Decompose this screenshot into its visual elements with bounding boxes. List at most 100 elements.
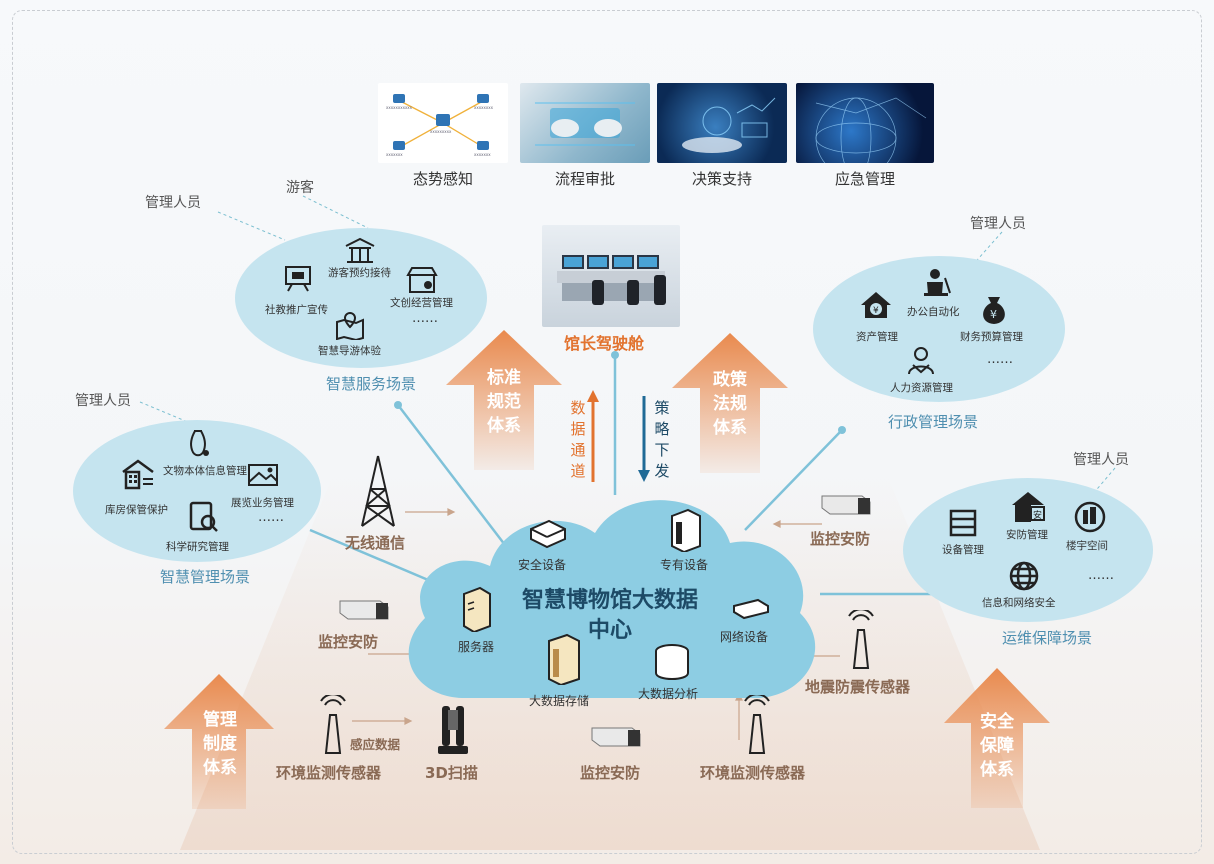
ops-item: 楼宇空间 (1066, 540, 1108, 552)
management-pillar-arrow (164, 674, 274, 809)
env-sensor-icon (744, 695, 770, 754)
env-sensor-icon (320, 695, 346, 754)
management-scene-ellipse (73, 420, 321, 562)
service-scene-label: 智慧服务场景 (326, 375, 417, 393)
admin-scene-label: 行政管理场景 (888, 413, 979, 431)
hand-data-photo (657, 83, 787, 163)
module-label: 应急管理 (834, 170, 895, 188)
strategy-channel-label: 策略下发 (654, 399, 670, 480)
management-item: 科学研究管理 (166, 541, 229, 553)
module-label: 流程审批 (554, 170, 615, 188)
device-label: 大数据分析 (638, 687, 699, 701)
line-management (309, 528, 441, 587)
hr-people-icon (908, 347, 934, 375)
office-worker-icon (924, 269, 951, 296)
module-label: 决策支持 (691, 170, 752, 188)
shop-icon (406, 267, 438, 293)
svg-text:xxxxxxxx: xxxxxxxx (474, 105, 494, 110)
ops-item: 安防管理 (1006, 529, 1048, 541)
role-admin-label: 管理人员 (75, 393, 131, 409)
research-search-icon (189, 501, 218, 532)
admin-item-more: …… (987, 352, 1013, 367)
device-label: 网络设备 (720, 630, 769, 644)
asset-house-icon: ¥ (861, 292, 891, 318)
management-item-more: …… (258, 510, 284, 525)
seismic-label: 地震防震传感器 (805, 678, 911, 696)
data-center-title: 智慧博物馆大数据中心 (521, 588, 698, 643)
camera-icon (591, 727, 641, 747)
service-item-more: …… (412, 311, 438, 326)
money-bag-icon: ¥ (983, 297, 1005, 324)
seismic-sensor-icon (848, 610, 874, 669)
ops-scene-label: 运维保障场景 (1002, 629, 1093, 647)
monitor-label: 监控安防 (318, 633, 379, 651)
network-device-icon (733, 598, 769, 620)
policy-pillar-arrow (672, 333, 788, 473)
device-label: 专有设备 (660, 558, 709, 572)
server-icon (463, 586, 491, 632)
admin-scene-ellipse (813, 256, 1065, 402)
admin-item: 办公自动化 (907, 306, 960, 318)
management-item: 库房保管保护 (105, 504, 168, 516)
security-pillar-arrow (944, 668, 1050, 808)
big-data-analysis-icon (655, 644, 689, 680)
big-data-storage-icon (548, 633, 580, 685)
down-arrow-icon (638, 396, 650, 482)
service-item: 文创经营管理 (390, 297, 453, 309)
warehouse-icon (122, 459, 154, 490)
service-item: 智慧导游体验 (318, 345, 381, 357)
security-pillar-label: 安全保障体系 (980, 712, 1014, 780)
service-item: 社教推广宣传 (265, 304, 328, 316)
sensing-data-label: 感应数据 (350, 737, 401, 752)
scan3d-label: 3D扫描 (425, 764, 478, 782)
svg-text:xxxxxxxxx: xxxxxxxxx (430, 129, 452, 134)
service-item: 游客预约接待 (328, 267, 391, 279)
env-sensor-label: 环境监测传感器 (700, 764, 806, 782)
camera-icon (821, 495, 871, 515)
up-arrow-icon (587, 390, 599, 482)
camera-icon (339, 600, 389, 620)
blackboard-icon (285, 266, 311, 292)
line-service (397, 404, 506, 546)
management-item: 文物本体信息管理 (163, 465, 247, 477)
admin-item: 资产管理 (856, 331, 898, 343)
wireless-tower-icon (361, 455, 395, 527)
standard-pillar-arrow (446, 330, 562, 470)
env-sensor-label: 环境监测传感器 (276, 764, 382, 782)
ops-item: 信息和网络安全 (982, 597, 1056, 609)
data-channel-label: 数据通道 (570, 399, 586, 480)
cockpit-photo (542, 225, 680, 327)
monitor-label: 监控安防 (810, 530, 871, 548)
data-center-cloud (408, 500, 816, 698)
svg-text:¥: ¥ (873, 306, 879, 316)
security-house-icon: 安 (1012, 492, 1045, 522)
vase-icon (190, 430, 209, 457)
admin-item: 财务预算管理 (960, 331, 1023, 343)
network-globe-icon (1009, 561, 1039, 591)
pavilion-icon (345, 237, 375, 263)
role-visitor-label: 游客 (286, 180, 314, 196)
monitor-label: 监控安防 (580, 764, 641, 782)
globe-network-photo (796, 83, 934, 163)
device-server-icon (949, 509, 977, 537)
role-admin-label: 管理人员 (145, 195, 201, 211)
device-label: 服务器 (458, 640, 495, 654)
role-admin-label: 管理人员 (970, 216, 1026, 232)
svg-text:安: 安 (1033, 509, 1042, 521)
ops-item-more: …… (1088, 568, 1114, 583)
building-space-icon (1074, 501, 1106, 533)
device-label: 安全设备 (518, 558, 567, 572)
map-pin-icon (336, 311, 364, 340)
svg-text:xxxxxxx: xxxxxxx (474, 152, 491, 157)
management-pillar-label: 管理制度体系 (203, 710, 237, 778)
hands-typing-photo (520, 83, 650, 163)
management-item: 展览业务管理 (231, 497, 294, 509)
dashed-frame (12, 10, 1202, 854)
3d-scanner-icon (438, 706, 468, 754)
ops-item: 设备管理 (942, 544, 984, 556)
exhibition-picture-icon (248, 464, 278, 486)
svg-text:¥: ¥ (990, 308, 997, 321)
module-label: 态势感知 (412, 170, 473, 188)
svg-text:xxxxxxx: xxxxxxx (386, 152, 403, 157)
